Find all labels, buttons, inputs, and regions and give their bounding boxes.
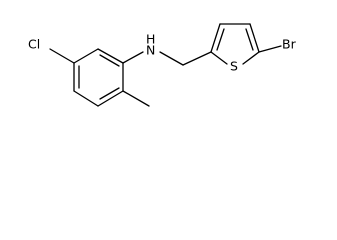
bond-c3-c4 (97, 90, 124, 107)
bond-c1-c2 (97, 48, 124, 64)
bond-c6-c1 (73, 48, 99, 64)
bond-c4-c5 (73, 90, 99, 107)
sulfur-label: S (230, 59, 238, 74)
double-bond-t-c2-c3 (216, 28, 225, 51)
double-bond-t-c4-c5 (245, 28, 254, 51)
bond-t-c2-c3 (210, 23, 221, 53)
bond-ch2-thiophene (182, 51, 212, 66)
bond-t-s-c2 (210, 51, 228, 65)
bond-c-methyl (122, 90, 150, 107)
bond-c-br (258, 45, 282, 53)
bond-t-c5-s (242, 51, 260, 65)
bond-c-n (122, 51, 144, 64)
amine-n-label: N (146, 43, 155, 58)
bromine-label: Br (282, 37, 297, 52)
bond-n-ch2 (159, 51, 184, 66)
bond-t-c4-c5 (249, 23, 260, 53)
bond-c-cl (49, 48, 75, 64)
thiophene-ring (210, 23, 260, 65)
benzene-ring (73, 48, 124, 107)
amine-h-label: H (146, 32, 155, 47)
double-bond-c1-c2 (99, 54, 120, 67)
double-bond-c3-c4 (99, 87, 120, 100)
structure-diagram: Cl H N S Br (28, 23, 297, 107)
chlorine-label: Cl (28, 37, 40, 52)
